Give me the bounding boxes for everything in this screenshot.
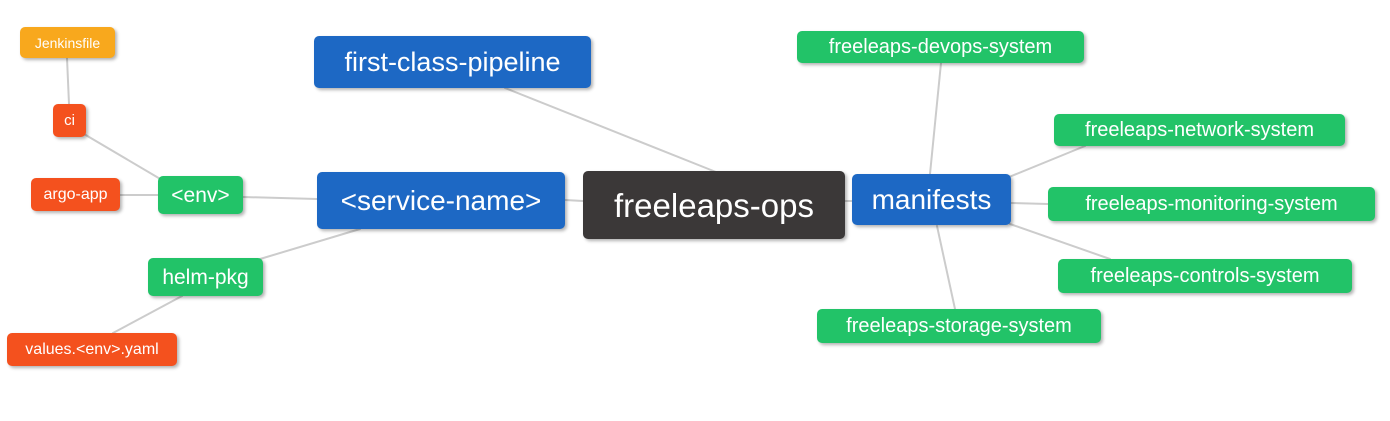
node-first-class-pipeline[interactable]: first-class-pipeline <box>314 36 591 88</box>
node-ci[interactable]: ci <box>53 104 86 137</box>
edge-manifests-to-freeleaps-monitoring-system <box>1010 202 1049 205</box>
edge-manifests-to-freeleaps-storage-system <box>936 225 956 310</box>
node-values-env-yaml[interactable]: values.<env>.yaml <box>7 333 177 366</box>
edge-first-class-pipeline-to-freeleaps-ops <box>504 87 717 173</box>
node-jenkinsfile[interactable]: Jenkinsfile <box>20 27 115 58</box>
node-argo-app[interactable]: argo-app <box>31 178 120 211</box>
node-freeleaps-monitoring-system[interactable]: freeleaps-monitoring-system <box>1048 187 1375 221</box>
node-env[interactable]: <env> <box>158 176 243 214</box>
edge-helm-pkg-to-service-name <box>259 228 361 260</box>
node-freeleaps-ops[interactable]: freeleaps-ops <box>583 171 845 239</box>
edge-manifests-to-freeleaps-network-system <box>1008 145 1086 178</box>
edge-service-name-to-freeleaps-ops <box>564 199 584 202</box>
node-manifests[interactable]: manifests <box>852 174 1011 225</box>
edge-jenkinsfile-to-ci <box>66 57 70 105</box>
edge-helm-pkg-to-values-env-yaml <box>112 295 183 334</box>
node-freeleaps-network-system[interactable]: freeleaps-network-system <box>1054 114 1345 146</box>
edge-manifests-to-freeleaps-controls-system <box>1009 223 1111 260</box>
node-freeleaps-storage-system[interactable]: freeleaps-storage-system <box>817 309 1101 343</box>
edge-env-to-service-name <box>242 196 318 200</box>
edge-ci-to-env <box>83 133 163 181</box>
node-freeleaps-devops-system[interactable]: freeleaps-devops-system <box>797 31 1084 63</box>
node-freeleaps-controls-system[interactable]: freeleaps-controls-system <box>1058 259 1352 293</box>
node-service-name[interactable]: <service-name> <box>317 172 565 229</box>
node-helm-pkg[interactable]: helm-pkg <box>148 258 263 296</box>
edge-manifests-to-freeleaps-devops-system <box>929 62 942 175</box>
